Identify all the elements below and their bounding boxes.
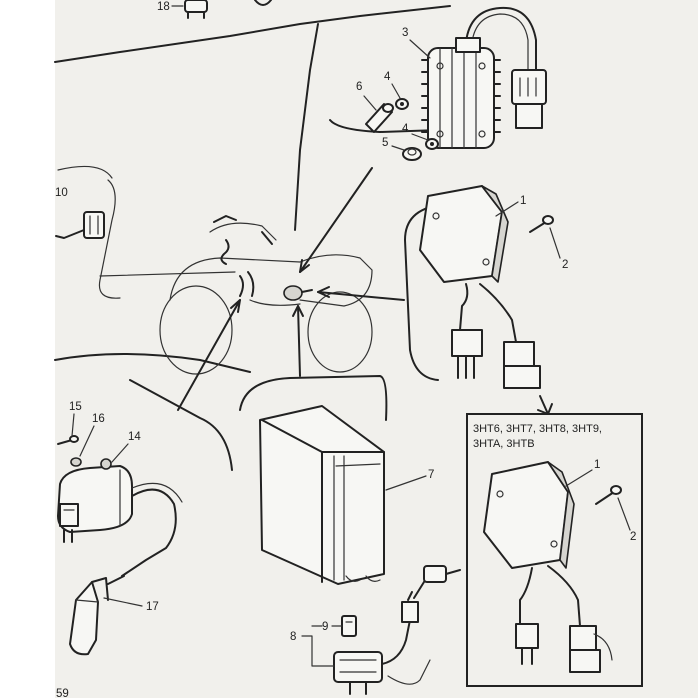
rectifier-regulator-3: [421, 6, 547, 149]
fuse-holder-8: [333, 565, 461, 695]
spark-plug-cap-17: [69, 575, 125, 656]
region-dividers: [54, 5, 451, 471]
inset-cdi-unit-1: [483, 461, 613, 673]
callout-3: 3: [402, 27, 408, 39]
callout-7: 7: [428, 469, 434, 481]
callout-1: 1: [520, 195, 526, 207]
callout-5: 5: [382, 137, 388, 149]
callout-4b: 4: [402, 123, 409, 135]
callout-14: 14: [128, 431, 141, 443]
inset-model-line-2: 3HTA, 3HTB: [473, 438, 535, 450]
inset-callout-1: 1: [594, 459, 600, 471]
callout-18: 18: [157, 1, 170, 13]
unit-box-7: [259, 405, 385, 585]
callout-8: 8: [290, 631, 296, 643]
connector-10: [55, 211, 105, 239]
callout-10: 10: [55, 187, 68, 199]
bolt-15: [57, 435, 79, 445]
collar-6: [365, 103, 394, 133]
screw-2: [529, 215, 554, 233]
nut-5: [402, 147, 422, 161]
callout-9: 9: [322, 621, 328, 633]
page-number: 59: [56, 688, 69, 698]
ignition-coil-14: [57, 458, 183, 577]
fuse-9: [341, 615, 357, 637]
cdi-unit-1: [419, 185, 541, 389]
callout-17: 17: [146, 601, 159, 613]
inset-callout-2: 2: [630, 531, 636, 543]
inset-screw-2: [595, 485, 622, 505]
callout-16: 16: [92, 413, 105, 425]
washer-16: [70, 457, 82, 467]
inset-frame: [466, 413, 643, 687]
callout-4a: 4: [384, 71, 391, 83]
part-18-top: [171, 0, 272, 19]
callout-15: 15: [69, 401, 82, 413]
callout-6: 6: [356, 81, 362, 93]
inset-model-line-1: 3HT6, 3HT7, 3HT8, 3HT9,: [473, 423, 602, 435]
callout-2: 2: [562, 259, 568, 271]
location-arrows: [99, 167, 405, 411]
